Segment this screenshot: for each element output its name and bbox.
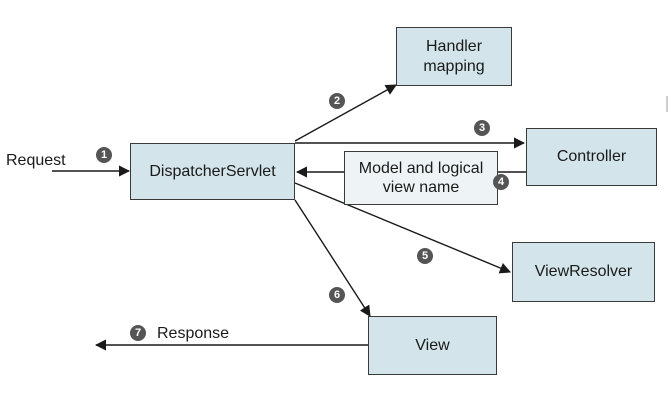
controller-label: Controller <box>556 148 627 165</box>
response-label: Response <box>157 325 230 342</box>
model-view-name-label: Model and logical view name <box>358 160 484 196</box>
step-badge-1: 1 <box>96 147 112 163</box>
request-label: Request <box>6 152 66 169</box>
right-edge-mark <box>666 96 668 112</box>
step-badge-7: 7 <box>130 325 146 341</box>
view-resolver-box: ViewResolver <box>512 242 655 302</box>
arrow-to-handler-mapping <box>294 84 397 142</box>
arrow-to-view-resolver <box>294 182 512 274</box>
dispatcher-servlet-box: DispatcherServlet <box>130 143 295 200</box>
model-view-name-box: Model and logical view name <box>344 151 498 205</box>
step-badge-6: 6 <box>329 287 345 303</box>
handler-mapping-label: Handler mapping <box>423 37 485 75</box>
arrow-to-view <box>294 199 371 317</box>
dispatcher-servlet-label: DispatcherServlet <box>149 162 276 180</box>
step-badge-3: 3 <box>474 120 490 136</box>
step-badge-5: 5 <box>417 248 433 264</box>
view-label: View <box>415 336 450 354</box>
step-badge-2: 2 <box>329 93 345 109</box>
step-badge-4: 4 <box>493 174 509 190</box>
view-box: View <box>368 316 497 375</box>
controller-box: Controller <box>526 128 657 186</box>
handler-mapping-box: Handler mapping <box>396 27 512 86</box>
view-resolver-label: ViewResolver <box>534 263 633 280</box>
